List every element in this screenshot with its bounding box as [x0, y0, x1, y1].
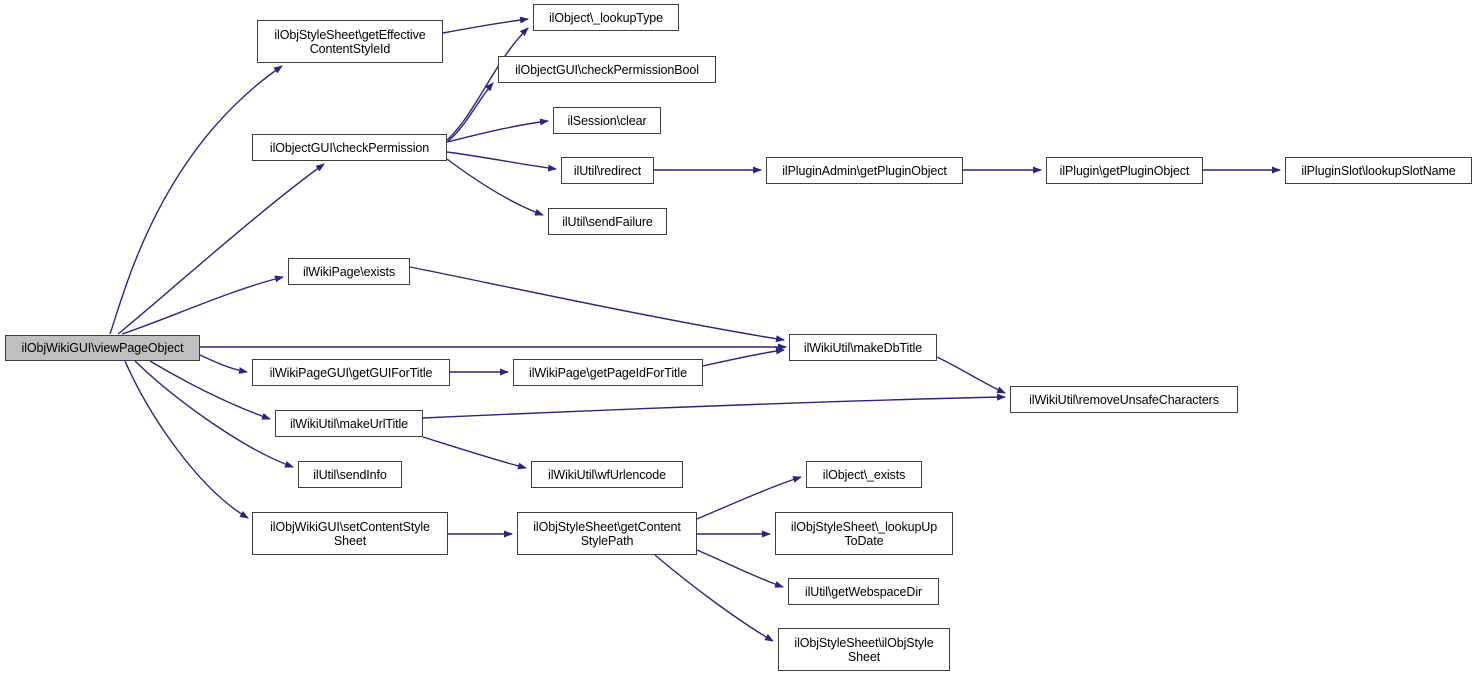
- graph-edge-wikiPageExists-to-makeDbTitle: [409, 266, 785, 343]
- graph-node-label: ilWikiUtil\makeDbTitle: [803, 340, 923, 355]
- graph-node-objectExists[interactable]: ilObject\_exists: [806, 461, 922, 488]
- graph-edge-checkPermission-to-sendFailure: [446, 158, 544, 216]
- graph-node-label: ilUtil\sendFailure: [562, 214, 653, 229]
- graph-node-label: ilWikiUtil\wfUrlencode: [548, 467, 666, 482]
- graph-node-sendInfo[interactable]: ilUtil\sendInfo: [298, 461, 402, 488]
- graph-node-label: ilWikiPage\exists: [302, 264, 396, 279]
- graph-node-label: ilObjStyleSheet\ilObjStyle Sheet: [794, 635, 934, 664]
- graph-node-redirect[interactable]: ilUtil\redirect: [561, 157, 654, 184]
- graph-node-label: ilWikiPageGUI\getGUIForTitle: [269, 365, 433, 380]
- graph-node-checkPermissionBool[interactable]: ilObjectGUI\checkPermissionBool: [498, 56, 716, 83]
- graph-node-label: ilWikiUtil\makeUrlTitle: [289, 416, 409, 431]
- graph-node-label: ilObject\_lookupType: [548, 10, 664, 25]
- graph-edge-getContentStylePath-to-ilObjStyleSheetCtor: [654, 554, 774, 642]
- graph-edge-viewPageObject-to-getEffectiveContentStyleId: [109, 65, 283, 335]
- graph-edge-checkPermission-to-checkPermissionBool: [446, 82, 494, 143]
- graph-node-lookupSlotName[interactable]: ilPluginSlot\lookupSlotName: [1285, 157, 1472, 184]
- graph-node-wikiPageExists[interactable]: ilWikiPage\exists: [288, 258, 410, 285]
- graph-edge-viewPageObject-to-wikiPageExists: [121, 275, 284, 335]
- graph-edge-checkPermission-to-sessionClear: [446, 118, 549, 143]
- graph-node-label: ilObjectGUI\checkPermissionBool: [515, 62, 699, 77]
- graph-node-checkPermission[interactable]: ilObjectGUI\checkPermission: [252, 134, 447, 161]
- graph-node-label: ilPluginSlot\lookupSlotName: [1301, 163, 1456, 178]
- graph-node-makeDbTitle[interactable]: ilWikiUtil\makeDbTitle: [789, 334, 937, 361]
- graph-edge-viewPageObject-to-getGUIForTitle: [199, 354, 248, 375]
- graph-node-ilObjStyleSheetCtor[interactable]: ilObjStyleSheet\ilObjStyle Sheet: [778, 628, 950, 671]
- graph-node-lookupType[interactable]: ilObject\_lookupType: [533, 4, 679, 31]
- graph-node-setContentStyleSheet[interactable]: ilObjWikiGUI\setContentStyle Sheet: [252, 512, 448, 555]
- graph-node-label: ilObjStyleSheet\getEffective ContentStyl…: [274, 27, 426, 56]
- graph-node-label: ilUtil\sendInfo: [313, 467, 387, 482]
- graph-node-label: ilUtil\getWebspaceDir: [804, 584, 923, 599]
- graph-node-label: ilWikiUtil\removeUnsafeCharacters: [1029, 392, 1219, 407]
- graph-node-getWebspaceDir[interactable]: ilUtil\getWebspaceDir: [788, 578, 939, 605]
- graph-node-label: ilSession\clear: [567, 113, 647, 128]
- graph-node-label: ilObject\_exists: [822, 467, 906, 482]
- graph-node-label: ilWikiPage\getPageIdForTitle: [529, 365, 687, 380]
- graph-node-getContentStylePath[interactable]: ilObjStyleSheet\getContent StylePath: [517, 512, 697, 555]
- graph-node-label: ilPluginAdmin\getPluginObject: [782, 163, 947, 178]
- graph-node-getPageIdForTitle[interactable]: ilWikiPage\getPageIdForTitle: [513, 359, 703, 386]
- graph-node-getGUIForTitle[interactable]: ilWikiPageGUI\getGUIForTitle: [252, 359, 450, 386]
- graph-edge-getEffectiveContentStyleId-to-lookupType: [442, 16, 529, 34]
- graph-edge-getPageIdForTitle-to-makeDbTitle: [702, 347, 785, 367]
- graph-node-getEffectiveContentStyleId[interactable]: ilObjStyleSheet\getEffective ContentStyl…: [257, 20, 443, 63]
- graph-node-makeUrlTitle[interactable]: ilWikiUtil\makeUrlTitle: [275, 410, 423, 437]
- graph-edge-getContentStylePath-to-getWebspaceDir: [696, 549, 784, 588]
- graph-node-label: ilObjWikiGUI\setContentStyle Sheet: [270, 519, 430, 548]
- graph-node-wfUrlencode[interactable]: ilWikiUtil\wfUrlencode: [531, 461, 683, 488]
- graph-edge-viewPageObject-to-setContentStyleSheet: [124, 360, 249, 519]
- graph-node-removeUnsafeCharacters[interactable]: ilWikiUtil\removeUnsafeCharacters: [1010, 386, 1238, 413]
- graph-node-lookupUpToDate[interactable]: ilObjStyleSheet\_lookupUp ToDate: [775, 512, 953, 555]
- graph-node-label: ilObjWikiGUI\viewPageObject: [21, 341, 184, 355]
- graph-node-sendFailure[interactable]: ilUtil\sendFailure: [548, 208, 667, 235]
- graph-node-label: ilUtil\redirect: [573, 163, 642, 178]
- graph-edge-viewPageObject-to-checkPermission: [117, 163, 325, 335]
- graph-edge-checkPermission-to-lookupType: [446, 27, 529, 141]
- graph-edge-checkPermission-to-redirect: [446, 151, 557, 172]
- graph-node-label: ilObjStyleSheet\_lookupUp ToDate: [790, 519, 938, 548]
- graph-node-sessionClear[interactable]: ilSession\clear: [553, 107, 661, 134]
- graph-edge-makeUrlTitle-to-wfUrlencode: [422, 436, 527, 470]
- graph-node-label: ilObjectGUI\checkPermission: [269, 140, 430, 155]
- graph-node-viewPageObject[interactable]: ilObjWikiGUI\viewPageObject: [5, 335, 200, 361]
- graph-node-getPluginObject[interactable]: ilPlugin\getPluginObject: [1046, 157, 1203, 184]
- graph-node-label: ilPlugin\getPluginObject: [1059, 163, 1190, 178]
- graph-edge-makeDbTitle-to-removeUnsafeCharacters: [936, 356, 1006, 394]
- graph-node-getPluginObjectAdmin[interactable]: ilPluginAdmin\getPluginObject: [766, 157, 963, 184]
- graph-edge-makeUrlTitle-to-removeUnsafeCharacters: [422, 393, 1006, 419]
- graph-node-label: ilObjStyleSheet\getContent StylePath: [533, 519, 681, 548]
